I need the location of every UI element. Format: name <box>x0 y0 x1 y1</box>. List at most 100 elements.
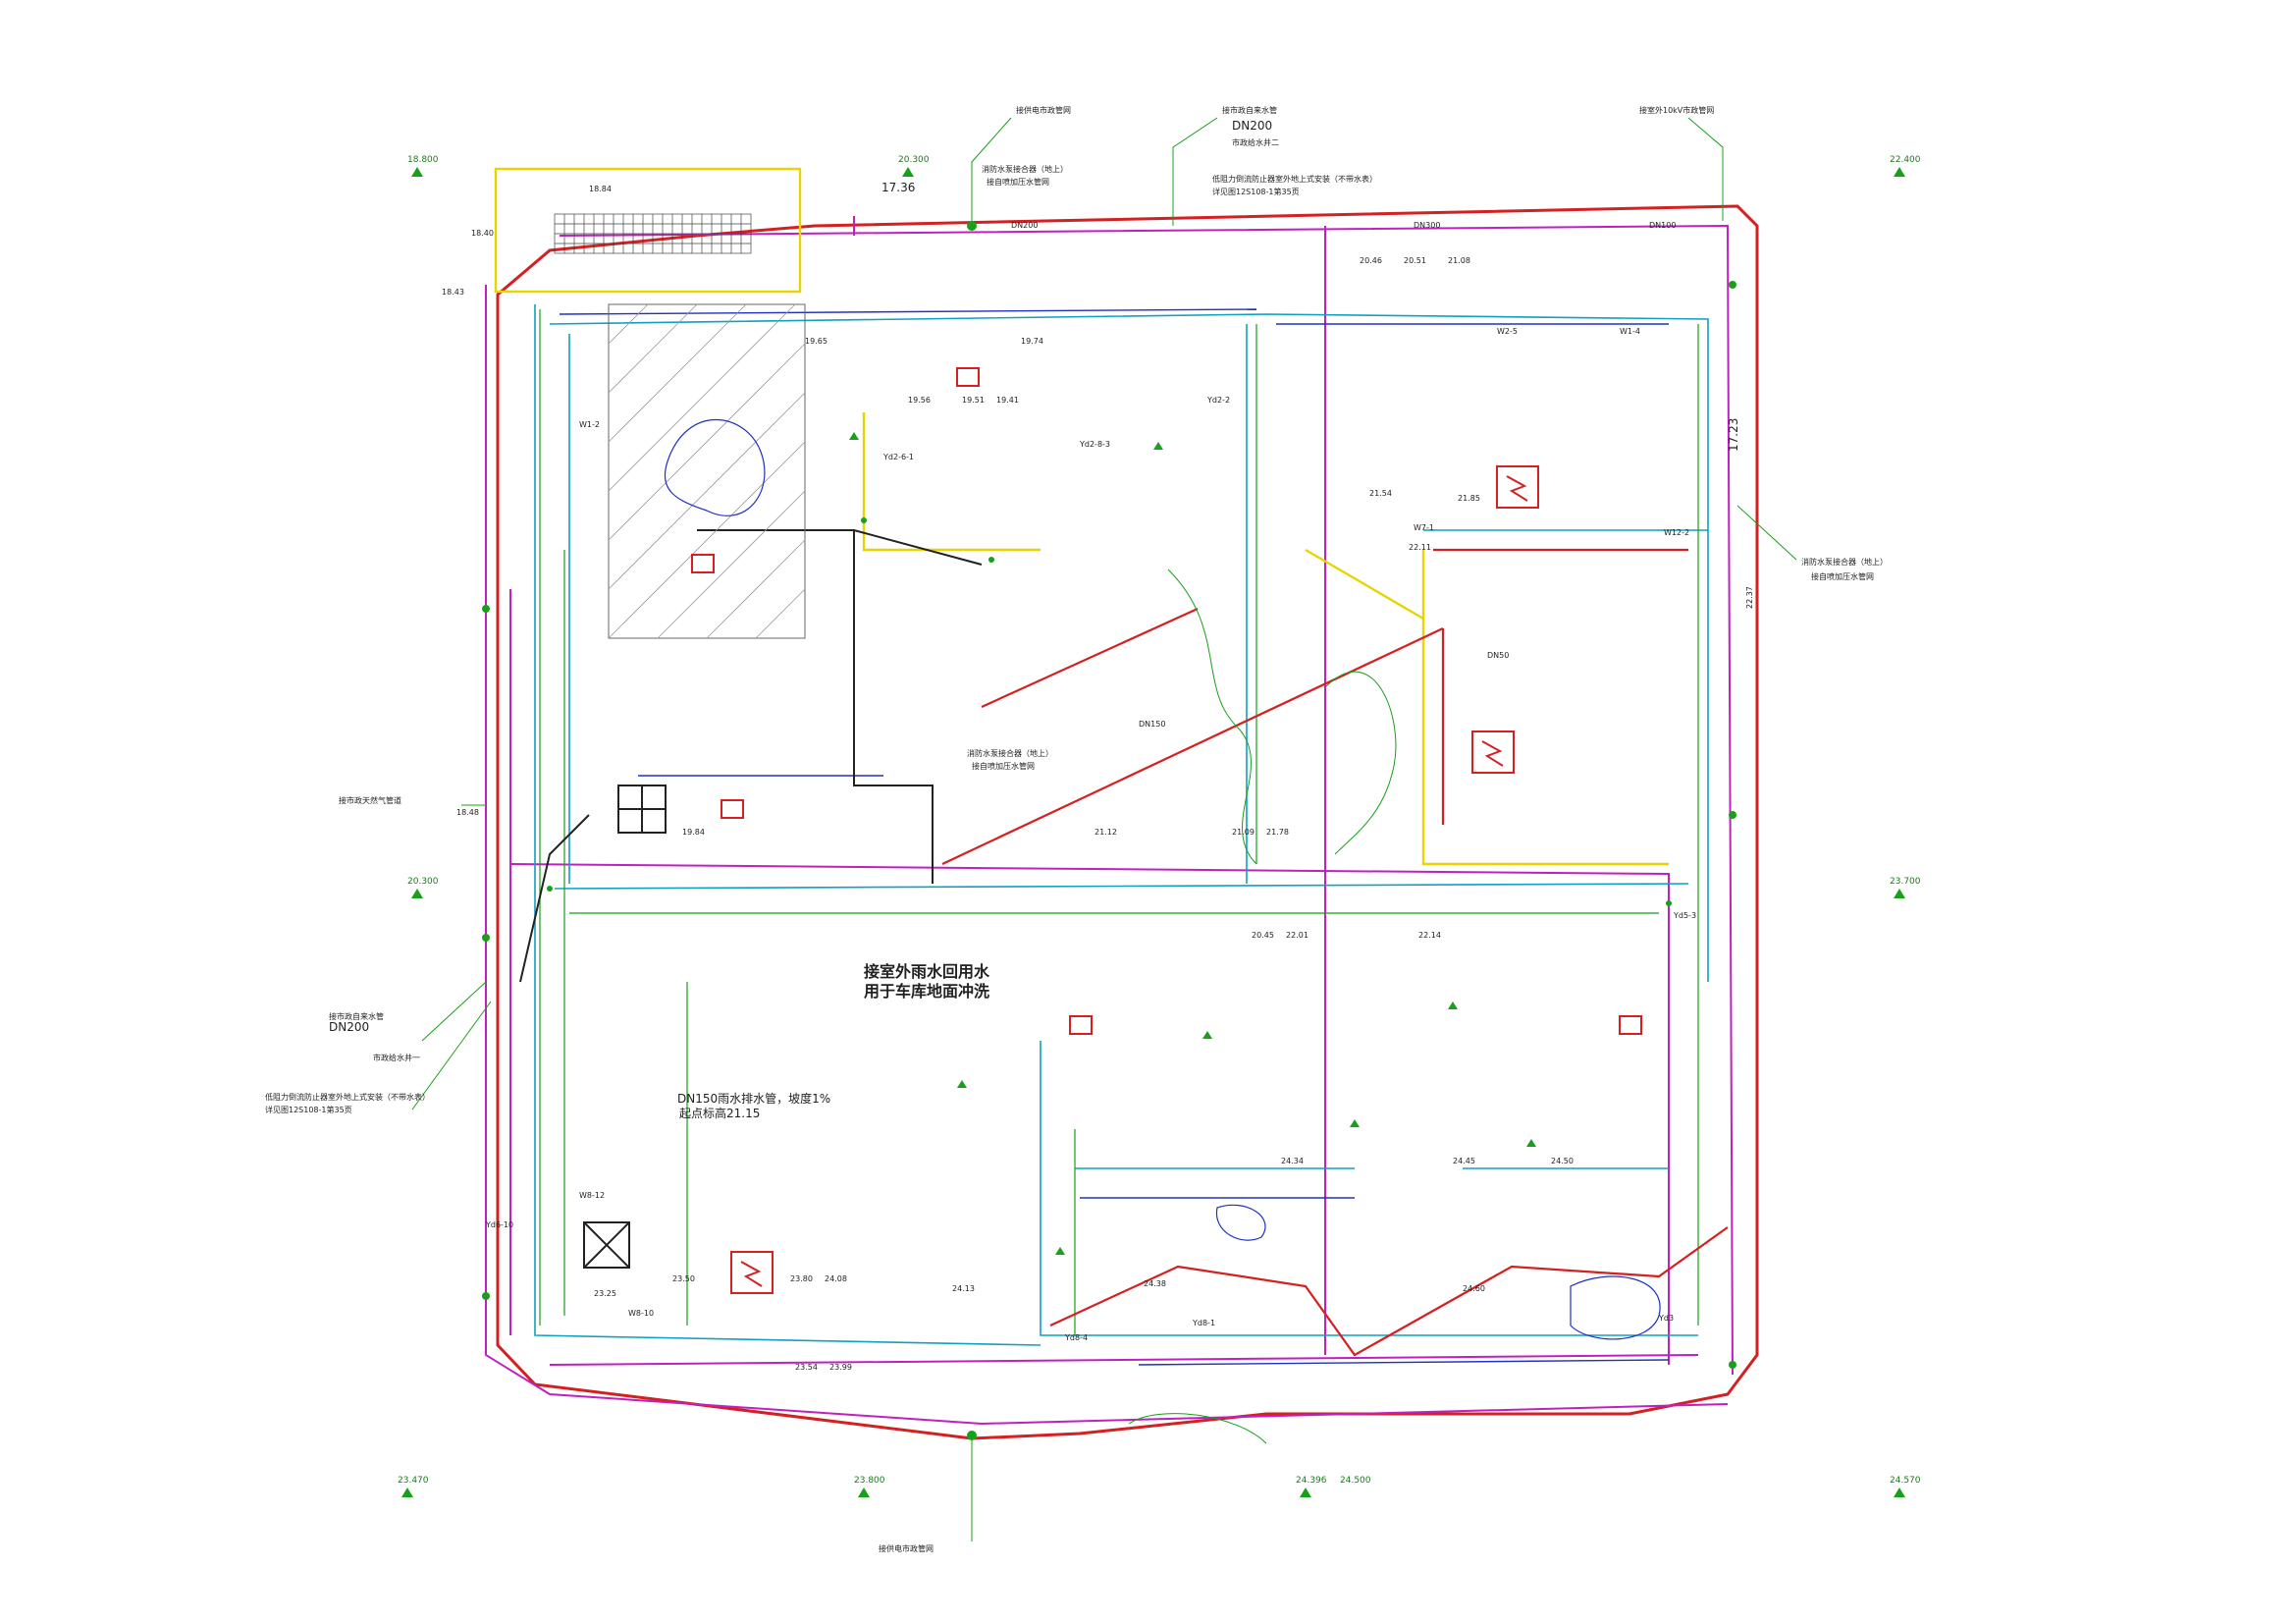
level-label: 19.56 <box>908 396 931 405</box>
level-label: 24.60 <box>1463 1284 1485 1293</box>
mid-note-2: 接自喷加压水管网 <box>972 761 1035 771</box>
pipe-label: DN100 <box>1649 221 1676 230</box>
top-note-4: 详见图12S108-1第35页 <box>1212 187 1300 196</box>
center-note-line1: 接室外雨水回用水 <box>864 962 990 981</box>
left-note-dn200: DN200 <box>329 1020 369 1034</box>
level-labels: 18.84 18.40 18.43 19.56 19.51 19.41 19.7… <box>442 185 1754 1372</box>
pipe-label: Yd8-4 <box>1064 1333 1088 1342</box>
level-label: 24.50 <box>1551 1157 1574 1165</box>
level-label: 24.38 <box>1144 1279 1166 1288</box>
level-label: 20.45 <box>1252 931 1274 940</box>
red-service-lines <box>941 548 1729 1357</box>
level-label: 19.84 <box>682 828 705 837</box>
landscape-curves <box>664 419 1661 1340</box>
level-label: 23.50 <box>672 1274 695 1283</box>
elev-corner-br: 24.570 <box>1890 1476 1921 1486</box>
manhole-nodes <box>482 221 1736 1440</box>
elev-corner-tl: 18.800 <box>407 155 439 165</box>
level-label: 18.43 <box>442 288 464 297</box>
top-right-note: 接室外10kV市政管网 <box>1639 105 1714 115</box>
pipe-label: Yd2-2 <box>1206 396 1230 405</box>
hatched-landscape <box>608 303 806 639</box>
level-label: 21.08 <box>1448 256 1470 265</box>
pipe-label: Yd5-3 <box>1673 911 1696 920</box>
mid-note-1: 消防水泵接合器（地上） <box>967 748 1053 758</box>
level-label: 21.12 <box>1095 828 1117 837</box>
level-label: 19.65 <box>805 337 828 346</box>
major-notes: 接室外雨水回用水 用于车库地面冲洗 DN200 接市政自来水管 市政给水井一 低… <box>265 105 1888 1553</box>
pipe-label: DN150 <box>1139 720 1165 729</box>
dim-top: 17.36 <box>881 181 915 194</box>
level-label: 21.78 <box>1266 828 1289 837</box>
level-label: 21.54 <box>1369 489 1392 498</box>
leader-lines <box>411 117 1797 1542</box>
level-label: 21.09 <box>1232 828 1255 837</box>
pipe-label: DN300 <box>1414 221 1440 230</box>
level-label: 23.99 <box>829 1363 852 1372</box>
pipe-labels: DN200 DN150 DN100 DN300 DN50 Yd2-2 Yd2-8… <box>485 221 1696 1342</box>
pipe-label: Yd2-6-1 <box>882 453 914 461</box>
right-note-1: 消防水泵接合器（地上） <box>1801 557 1888 567</box>
pipe-label: Yd2-8-3 <box>1079 440 1110 449</box>
top-power-note: 接供电市政管网 <box>1016 105 1071 115</box>
elev-top-mid: 20.300 <box>898 155 930 165</box>
blue-sewer-lines <box>559 308 1670 1366</box>
left-note-3: 低阻力倒流防止器室外地上式安装（不带水表） <box>265 1092 430 1102</box>
yellow-gas-lines <box>494 167 1669 866</box>
elevation-markers <box>401 167 1905 1497</box>
level-label: 24.13 <box>952 1284 975 1293</box>
pipe-label: W1-2 <box>579 420 600 429</box>
level-label: 19.41 <box>996 396 1019 405</box>
top-note-3: 低阻力倒流防止器室外地上式安装（不带水表） <box>1212 174 1377 184</box>
level-label: 24.45 <box>1453 1157 1475 1165</box>
level-label: 22.14 <box>1418 931 1441 940</box>
right-note-2: 接自喷加压水管网 <box>1811 571 1874 581</box>
elev-corner-bl: 23.470 <box>398 1476 429 1486</box>
water-main-lines <box>485 216 1734 1426</box>
top-note-2: 市政给水井二 <box>1232 137 1279 147</box>
level-label: 23.54 <box>795 1363 818 1372</box>
top-note-1: 接市政自来水管 <box>1222 105 1277 115</box>
left-note-2: 市政给水井一 <box>373 1053 420 1062</box>
bottom-power-note: 接供电市政管网 <box>879 1543 934 1553</box>
pipe-label: W7-1 <box>1414 523 1434 532</box>
secondary-drain-lines <box>539 309 1699 1335</box>
dim-right: 17.23 <box>1727 418 1740 452</box>
pipe-label: W1-4 <box>1620 327 1640 336</box>
landscape-curves-green <box>1128 568 1397 1444</box>
level-label: 24.08 <box>825 1274 847 1283</box>
drain-note-1: DN150雨水排水管，坡度1% <box>677 1091 830 1106</box>
drain-note-2: 起点标高21.15 <box>679 1106 760 1120</box>
elev-edge-left: 20.300 <box>407 877 439 887</box>
site-elevations: 18.800 22.400 23.470 24.570 20.300 23.70… <box>398 155 1921 1486</box>
elev-corner-tr: 22.400 <box>1890 155 1921 165</box>
level-label: 22.37 <box>1745 586 1754 609</box>
level-label: 20.51 <box>1404 256 1426 265</box>
level-label: 23.80 <box>790 1274 813 1283</box>
transformer-symbols <box>691 367 1642 1294</box>
pump-room-grid <box>554 213 752 254</box>
elev-edge-right: 23.700 <box>1890 877 1921 887</box>
pipe-label: Yd8-1 <box>1192 1319 1215 1327</box>
level-label: 19.51 <box>962 396 985 405</box>
pipe-label: Yd6-10 <box>485 1220 513 1229</box>
pipe-label: DN200 <box>1011 221 1038 230</box>
left-gas-note: 接市政天然气管道 <box>339 795 401 805</box>
level-label: 22.01 <box>1286 931 1308 940</box>
pipe-label: Yd3 <box>1658 1314 1674 1323</box>
top-note-dn200: DN200 <box>1232 119 1272 133</box>
elev-bottom-mid2: 24.500 <box>1340 1476 1371 1486</box>
pipe-label: W2-5 <box>1497 327 1518 336</box>
center-note-line2: 用于车库地面冲洗 <box>864 982 989 1001</box>
left-note-1: 接市政自来水管 <box>329 1011 384 1021</box>
level-label: 22.11 <box>1409 543 1431 552</box>
top-pump-note-2: 接自喷加压水管网 <box>987 177 1049 187</box>
level-label: 18.84 <box>589 185 612 193</box>
left-note-4: 详见图12S108-1第35页 <box>265 1105 352 1114</box>
level-label: 24.34 <box>1281 1157 1304 1165</box>
pipe-label: W12-2 <box>1664 528 1689 537</box>
level-label: 21.85 <box>1458 494 1480 503</box>
rain-drain-network <box>534 304 1709 1346</box>
top-pump-note-1: 消防水泵接合器（地上） <box>982 164 1068 174</box>
